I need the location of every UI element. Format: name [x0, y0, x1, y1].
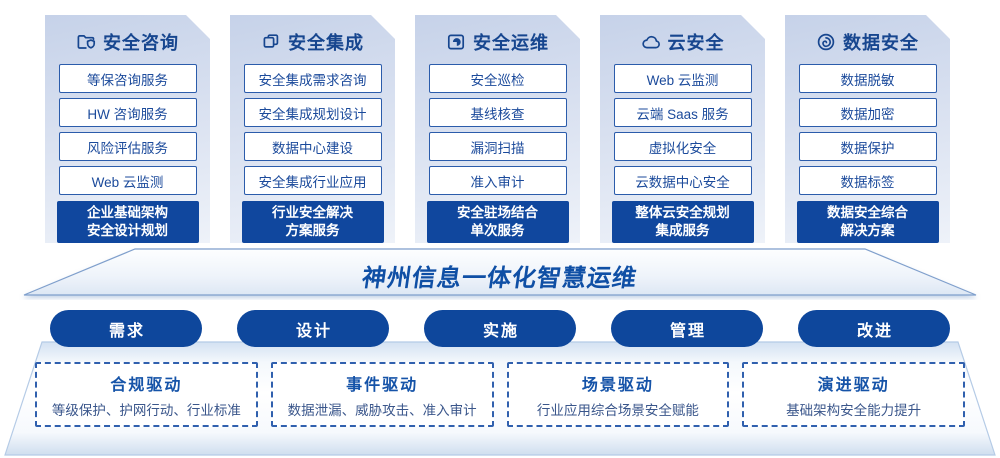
driver-title: 事件驱动 — [346, 376, 419, 394]
service-item: Web 云监测 — [58, 166, 197, 195]
driver-desc: 基础架构安全能力提升 — [786, 402, 922, 418]
card-footer: 整体云安全规划 集成服务 — [611, 201, 754, 243]
service-item: 数据保护 — [798, 132, 937, 161]
pill-management: 管理 — [611, 310, 763, 347]
card-cloud-security: 云安全 Web 云监测 云端 Saas 服务 虚拟化安全 云数据中心安全 整体云… — [600, 15, 765, 243]
service-item: 虚拟化安全 — [613, 132, 752, 161]
service-item: 等保咨询服务 — [58, 64, 197, 93]
card-data-security: 数据安全 数据脱敏 数据加密 数据保护 数据标签 数据安全综合 解决方案 — [785, 15, 950, 243]
card-security-consulting: 安全咨询 等保咨询服务 HW 咨询服务 风险评估服务 Web 云监测 企业基础架… — [45, 15, 210, 243]
card-items: 数据脱敏 数据加密 数据保护 数据标签 — [798, 64, 937, 195]
driver-evolution: 演进驱动 基础架构安全能力提升 — [742, 362, 965, 427]
folder-shield-icon — [76, 32, 96, 52]
card-header: 安全咨询 — [76, 28, 179, 56]
card-footer: 数据安全综合 解决方案 — [796, 201, 939, 243]
process-pills-row: 需求 设计 实施 管理 改进 — [50, 310, 950, 347]
card-items: 等保咨询服务 HW 咨询服务 风险评估服务 Web 云监测 — [58, 64, 197, 195]
card-items: Web 云监测 云端 Saas 服务 虚拟化安全 云数据中心安全 — [613, 64, 752, 195]
card-footer: 安全驻场结合 单次服务 — [426, 201, 569, 243]
service-item: 云数据中心安全 — [613, 166, 752, 195]
card-security-integration: 安全集成 安全集成需求咨询 安全集成规划设计 数据中心建设 安全集成行业应用 行… — [230, 15, 395, 243]
card-header-label: 安全集成 — [288, 33, 364, 53]
service-item: 安全巡检 — [428, 64, 567, 93]
service-item: 数据加密 — [798, 98, 937, 127]
pill-requirement: 需求 — [50, 310, 202, 347]
service-item: 数据标签 — [798, 166, 937, 195]
documents-icon — [261, 32, 281, 52]
card-header: 安全运维 — [446, 28, 549, 56]
service-item: 数据脱敏 — [798, 64, 937, 93]
card-header: 安全集成 — [261, 28, 364, 56]
driver-desc: 数据泄漏、威胁攻击、准入审计 — [287, 402, 477, 418]
service-item: HW 咨询服务 — [58, 98, 197, 127]
pill-design: 设计 — [237, 310, 389, 347]
service-item: 数据中心建设 — [243, 132, 382, 161]
drivers-row: 合规驱动 等级保护、护网行动、行业标准 事件驱动 数据泄漏、威胁攻击、准入审计 … — [35, 362, 965, 427]
driver-title: 演进驱动 — [817, 376, 890, 394]
service-item: 漏洞扫描 — [428, 132, 567, 161]
card-items: 安全集成需求咨询 安全集成规划设计 数据中心建设 安全集成行业应用 — [243, 64, 382, 195]
pill-implementation: 实施 — [424, 310, 576, 347]
driver-compliance: 合规驱动 等级保护、护网行动、行业标准 — [35, 362, 258, 427]
card-header: 数据安全 — [816, 28, 919, 56]
monitor-pie-icon — [446, 32, 466, 52]
driver-desc: 等级保护、护网行动、行业标准 — [51, 402, 241, 418]
card-footer: 企业基础架构 安全设计规划 — [56, 201, 199, 243]
service-cards-row: 安全咨询 等保咨询服务 HW 咨询服务 风险评估服务 Web 云监测 企业基础架… — [45, 15, 950, 243]
banner-title: 神州信息一体化智慧运维 — [360, 265, 639, 292]
service-item: 风险评估服务 — [58, 132, 197, 161]
driver-title: 合规驱动 — [110, 376, 183, 394]
service-item: 准入审计 — [428, 166, 567, 195]
card-footer: 行业安全解决 方案服务 — [241, 201, 384, 243]
driver-title: 场景驱动 — [581, 376, 654, 394]
card-header-label: 安全咨询 — [103, 33, 179, 53]
card-header-label: 云安全 — [667, 33, 725, 53]
card-header-label: 数据安全 — [843, 33, 919, 53]
service-item: 安全集成需求咨询 — [243, 64, 382, 93]
service-item: 基线核查 — [428, 98, 567, 127]
card-header: 云安全 — [641, 28, 725, 56]
pill-improvement: 改进 — [798, 310, 950, 347]
cloud-icon — [641, 32, 661, 52]
card-items: 安全巡检 基线核查 漏洞扫描 准入审计 — [428, 64, 567, 195]
card-header-label: 安全运维 — [473, 33, 549, 53]
service-item: Web 云监测 — [613, 64, 752, 93]
fingerprint-icon — [816, 32, 836, 52]
driver-incident: 事件驱动 数据泄漏、威胁攻击、准入审计 — [270, 362, 494, 427]
service-item: 安全集成行业应用 — [243, 166, 382, 195]
card-security-operations: 安全运维 安全巡检 基线核查 漏洞扫描 准入审计 安全驻场结合 单次服务 — [415, 15, 580, 243]
driver-desc: 行业应用综合场景安全赋能 — [536, 402, 699, 418]
service-item: 云端 Saas 服务 — [613, 98, 752, 127]
banner-trapezoid — [23, 248, 977, 296]
driver-scenario: 场景驱动 行业应用综合场景安全赋能 — [506, 362, 730, 427]
service-item: 安全集成规划设计 — [243, 98, 382, 127]
